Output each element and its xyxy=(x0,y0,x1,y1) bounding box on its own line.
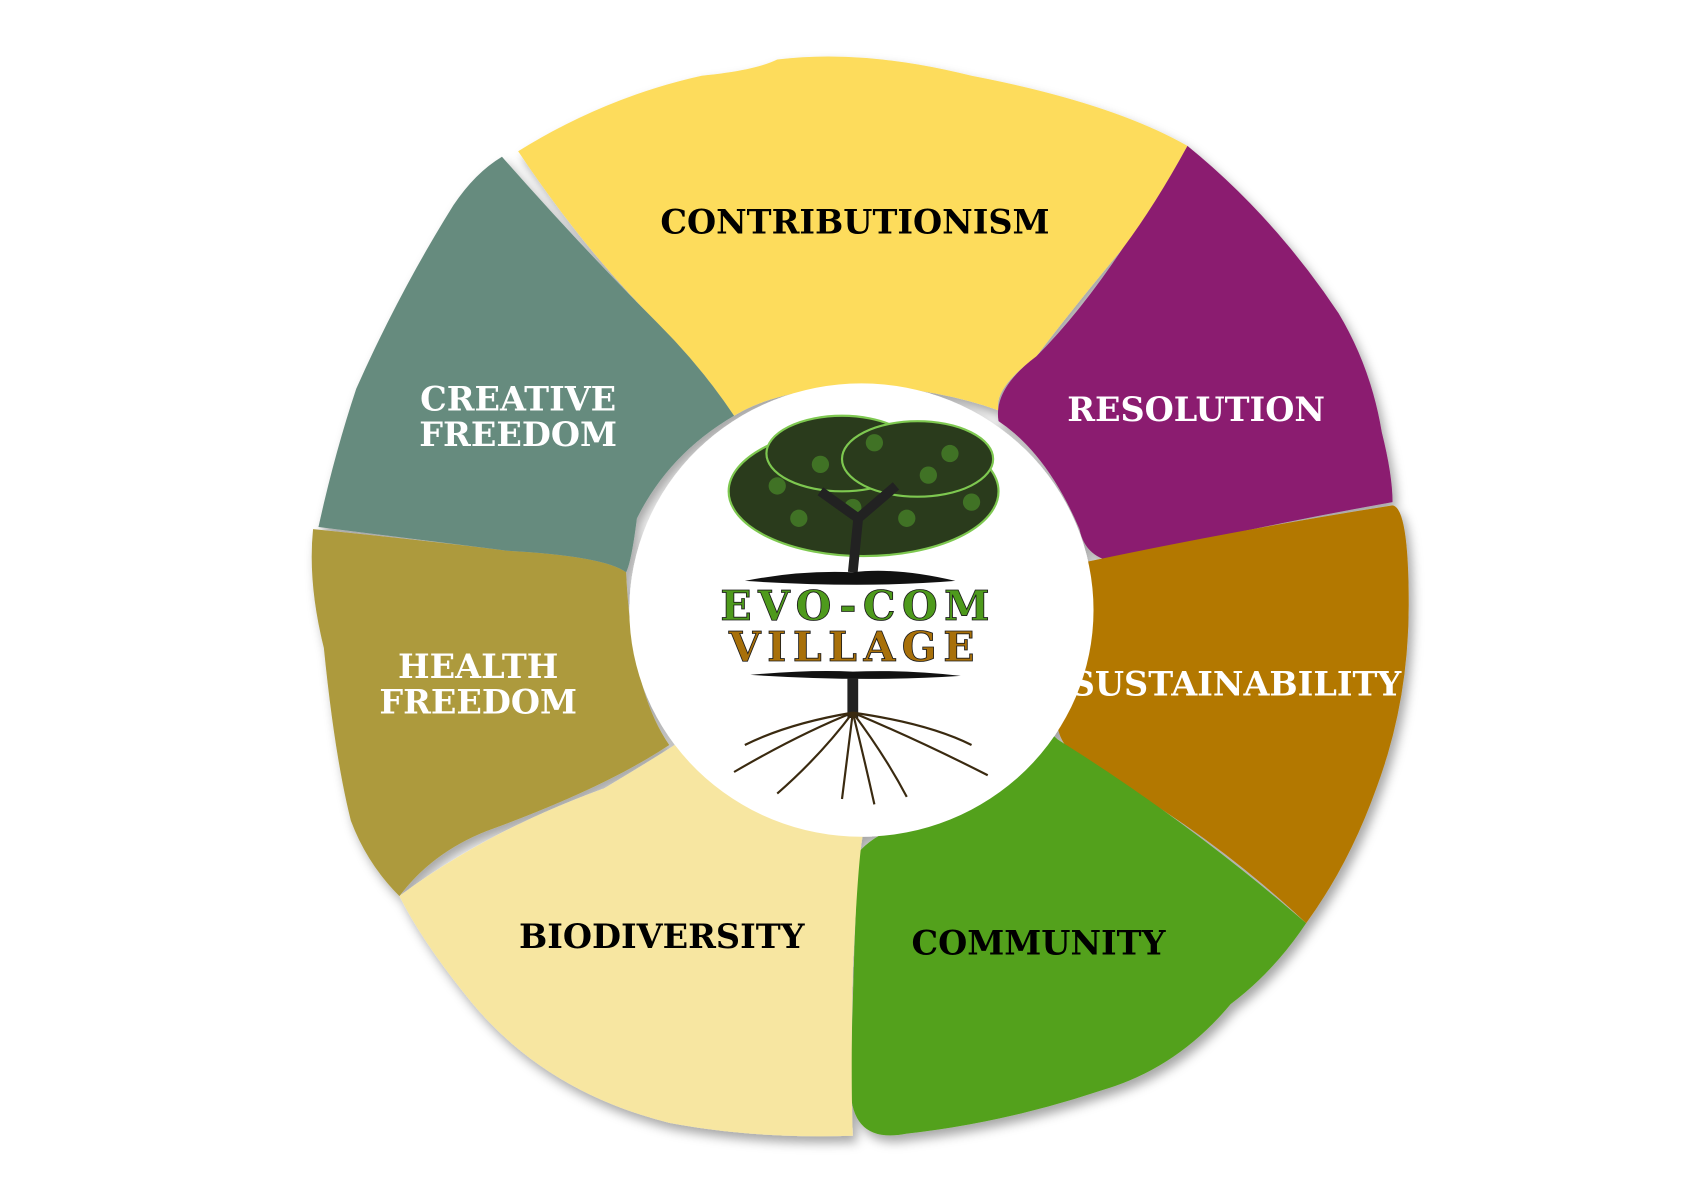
label-community: COMMUNITY xyxy=(911,923,1166,962)
segment-biodiversity xyxy=(399,745,864,1137)
label-biodiversity: BIODIVERSITY xyxy=(519,917,806,956)
logo-line-evo-com: EVO-COM xyxy=(720,581,996,630)
segment-contributionism xyxy=(518,56,1188,416)
segment-creative-freedom xyxy=(318,156,735,573)
segment-resolution xyxy=(997,145,1393,562)
segment-sustainability xyxy=(1057,505,1409,924)
roots-icon xyxy=(733,670,989,805)
segment-health-freedom xyxy=(311,529,670,897)
logo-line-village: VILLAGE xyxy=(728,622,981,671)
label-resolution: RESOLUTION xyxy=(1067,390,1325,429)
label-sustainability: SUSTAINABILITY xyxy=(1071,664,1403,703)
tree-logo-icon xyxy=(727,414,1000,585)
label-contributionism: CONTRIBUTIONISM xyxy=(660,202,1049,241)
segment-community xyxy=(850,732,1307,1136)
